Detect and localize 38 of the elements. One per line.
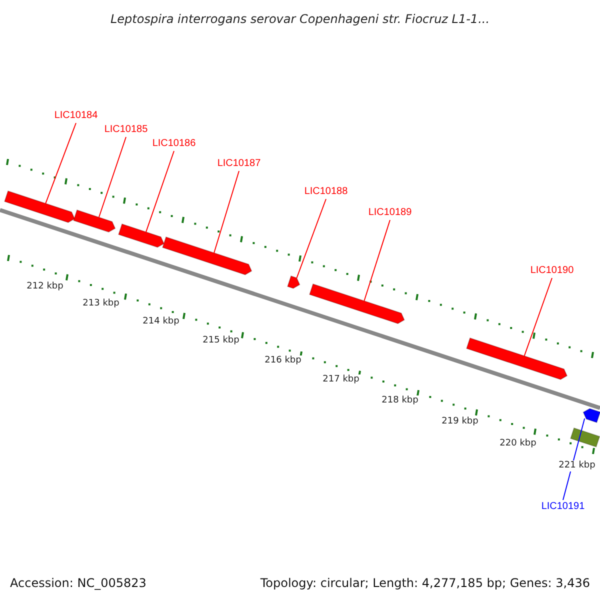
leader-line [296,198,326,278]
position-label: 215 kbp [202,336,240,346]
leader-line [98,136,126,218]
position-label: 220 kbp [498,438,538,450]
position-label: 219 kbp [440,416,480,428]
gene-feature [72,209,116,233]
position-label: 218 kbp [380,396,420,406]
gene-label: LIC10188 [304,187,348,197]
gene-label: LIC10186 [152,139,196,149]
gene-label: LIC10185 [104,125,148,135]
map-title: Leptospira interrogans serovar Copenhageni str. Fiocruz L1-1... [109,12,491,26]
gene-label: LIC10184 [54,111,98,121]
gene-feature [286,275,300,289]
gene-feature [118,223,165,248]
leader-line [524,278,552,356]
footer-text: Topology: circular; Length: 4,277,185 bp; Genes: 3,436 [260,576,590,590]
leader-line [562,418,586,500]
position-label: 216 kbp [264,356,302,366]
leader-line [45,122,76,204]
gene-label: LIC10190 [530,266,574,276]
position-label: 212 kbp [26,282,64,292]
gene-feature [308,283,405,324]
gene-feature [4,190,76,223]
leader-line [146,150,174,232]
gene-feature [162,236,252,276]
position-label: 214 kbp [142,316,180,328]
gene-feature [570,427,600,448]
gene-label: LIC10191 [541,502,585,512]
gene-feature [466,337,568,380]
position-label: 217 kbp [322,374,360,386]
gene-feature [582,408,600,424]
leader-line [214,170,240,254]
gene-label: LIC10189 [368,208,412,218]
footer-text: Accession: NC_005823 [10,576,146,590]
leader-line [364,220,390,302]
position-label: 213 kbp [82,298,120,310]
position-label: 221 kbp [558,460,596,472]
gene-label: LIC10187 [217,159,261,169]
